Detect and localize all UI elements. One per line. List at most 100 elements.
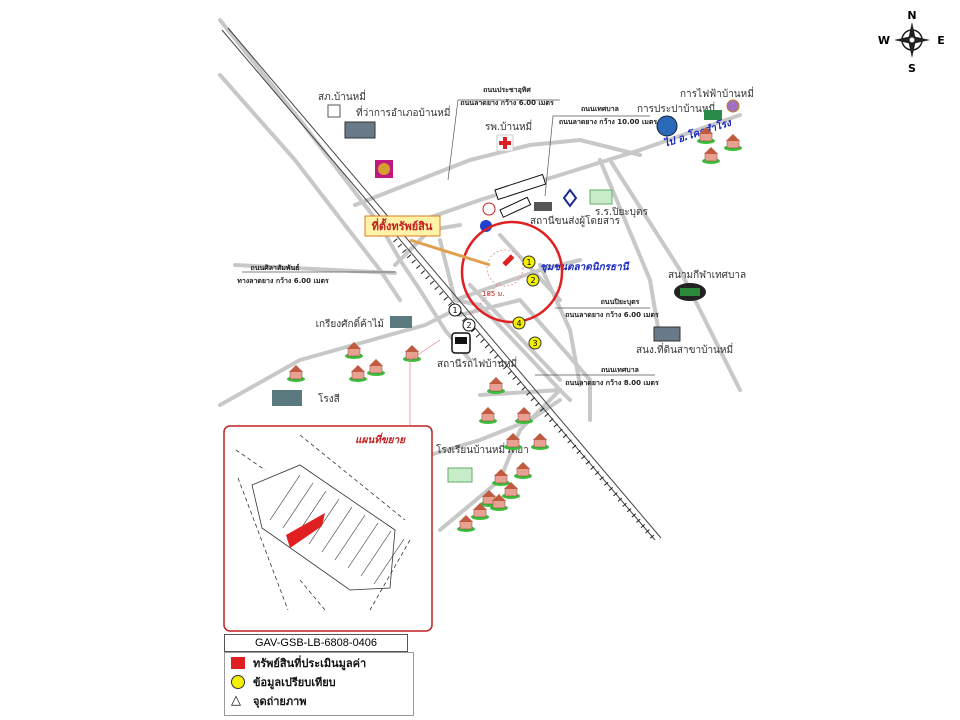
- legend: ทรัพย์สินที่ประเมินมูลค่า ข้อมูลเปรียบเท…: [224, 652, 414, 716]
- bank-icon: [482, 202, 496, 216]
- property-callout: [364, 215, 441, 237]
- legend-item-photo: △ จุดถ่ายภาพ: [225, 691, 413, 710]
- comparable-2-label: 2: [530, 276, 535, 285]
- label-district-office: ที่ว่าการอำเภอบ้านหมี่: [356, 105, 450, 119]
- inset-lot-line: [373, 538, 405, 585]
- house-icon: [487, 377, 505, 394]
- rice-mill-icon: [272, 390, 302, 406]
- compass-icon: N E S W: [878, 9, 945, 75]
- house-icon: [345, 342, 363, 359]
- inset-lot-line: [334, 514, 366, 561]
- electricity-icon: [726, 99, 740, 113]
- school-icon: [589, 189, 613, 205]
- comparable-3: 3: [528, 336, 542, 350]
- photo-point-1: 1: [448, 303, 462, 317]
- inset-lot-line: [269, 474, 301, 521]
- yellow-circle-icon: [231, 674, 245, 689]
- road-desc-piyabut: ถนนลาดยาง กว้าง 6.00 เมตร: [565, 310, 659, 319]
- comparable-1-label: 1: [526, 258, 531, 267]
- house-icons: [287, 127, 742, 532]
- comparable-2: 2: [526, 273, 540, 287]
- road-desc-pracha-uthit: ถนนลาดยาง กว้าง 6.00 เมตร: [460, 98, 554, 107]
- camera-point-icon: △: [231, 692, 241, 708]
- legend-label-comparable: ข้อมูลเปรียบเทียบ: [253, 675, 336, 689]
- compass-n: N: [907, 9, 916, 22]
- label-stadium: สนามกีฬาเทศบาล: [668, 269, 746, 281]
- bank-blue-icon: [480, 220, 492, 232]
- label-land-office: สนง.ที่ดินสาขาบ้านหมี่: [636, 342, 733, 356]
- house-icon: [471, 503, 489, 520]
- report-code: GAV-GSB-LB-6808-0406: [224, 634, 408, 652]
- label-rice-mill: โรงสี: [318, 392, 340, 405]
- bank-diamond-icon: [562, 188, 578, 208]
- house-icon: [504, 433, 522, 450]
- label-hospital: รพ.บ้านหมี่: [485, 119, 532, 133]
- house-icon: [367, 359, 385, 376]
- label-police: สภ.บ้านหมี่: [318, 89, 366, 103]
- property-marker: [502, 254, 515, 267]
- comparable-4-label: 4: [516, 319, 521, 328]
- road-desc-thetsaban-8: ถนนลาดยาง กว้าง 8.00 เมตร: [565, 378, 659, 387]
- road-name-thetsaban-8: ถนนเทศบาล: [601, 366, 639, 374]
- house-icon: [531, 433, 549, 450]
- compass-e: E: [937, 34, 945, 47]
- road-name-piyabut: ถนนปิยะบุตร: [601, 298, 640, 306]
- photo-point-2: 2: [462, 318, 476, 332]
- road-name-pracha-uthit: ถนนประชาอุทิศ: [483, 86, 531, 94]
- house-icon: [514, 462, 532, 479]
- legend-item-property: ทรัพย์สินที่ประเมินมูลค่า: [225, 653, 413, 672]
- comparables: 1 2 3 4: [512, 255, 542, 350]
- inset-lot-line: [360, 530, 392, 577]
- house-icon: [490, 494, 508, 511]
- label-community: ชุมชนตลาดนิกรธานี: [540, 261, 630, 273]
- legend-label-photo: จุดถ่ายภาพ: [253, 694, 307, 708]
- comparable-1: 1: [522, 255, 536, 269]
- road-name-thetsaban-10: ถนนเทศบาล: [581, 105, 619, 113]
- inset-lot-line: [347, 522, 379, 569]
- label-lumber: เกรียงศักดิ์ค้าไม้: [316, 316, 384, 330]
- road-desc-sila-samphan: ทางลาดยาง กว้าง 6.00 เมตร: [237, 276, 329, 285]
- house-icon: [502, 482, 520, 499]
- house-icon: [697, 127, 715, 144]
- inset-title: แผนที่ขยาย: [355, 432, 406, 446]
- legend-label-property: ทรัพย์สินที่ประเมินมูลค่า: [253, 656, 367, 670]
- inset-lot-line: [308, 498, 340, 545]
- shophouses-icon: [494, 173, 547, 218]
- house-icon: [515, 407, 533, 424]
- comparable-3-label: 3: [532, 339, 537, 348]
- house-icon: [403, 345, 421, 362]
- bus-icon: [534, 202, 552, 211]
- property-callout-text: ที่ตั้งทรัพย์สิน: [372, 218, 433, 233]
- label-train-station: สถานีรถไฟบ้านหมี่: [437, 356, 517, 370]
- photo-points: 1 2: [448, 303, 476, 332]
- house-icon: [287, 365, 305, 382]
- inset-lot-line: [282, 482, 314, 529]
- photo-point-2-label: 2: [466, 321, 471, 330]
- house-icon: [479, 407, 497, 424]
- house-icon: [724, 134, 742, 151]
- red-square-icon: [231, 656, 245, 669]
- label-school-piyabut: ร.ร.ปิยะบุตร: [595, 207, 649, 218]
- house-icon: [349, 365, 367, 382]
- district-office-icon: [344, 121, 376, 139]
- compass-s: S: [908, 62, 916, 75]
- hospital-icon: [496, 134, 514, 152]
- warehouse-icon: [390, 316, 412, 328]
- house-icon: [702, 147, 720, 164]
- label-waterworks: การประปาบ้านหมี่: [637, 101, 715, 115]
- house-icon: [492, 469, 510, 486]
- compass-w: W: [878, 34, 890, 47]
- road-name-sila-samphan: ถนนศิลาสัมพันธ์: [250, 263, 299, 272]
- land-office-icon: [653, 326, 681, 342]
- railway: [221, 27, 662, 542]
- road-desc-thetsaban-10: ถนนลาดยาง กว้าง 10.00 เมตร: [559, 117, 658, 126]
- distance-label: 185 ม.: [482, 290, 504, 298]
- photo-point-1-label: 1: [452, 306, 457, 315]
- inset-map: แผนที่ขยาย: [223, 425, 433, 632]
- label-electricity: การไฟฟ้าบ้านหมี่: [680, 86, 754, 100]
- police-icon: [327, 104, 341, 118]
- property-area: 185 ม. ที่ตั้งทรัพย์สิน: [364, 215, 564, 425]
- label-bus-station: สถานีขนส่งผู้โดยสาร: [530, 214, 621, 227]
- house-icon: [457, 515, 475, 532]
